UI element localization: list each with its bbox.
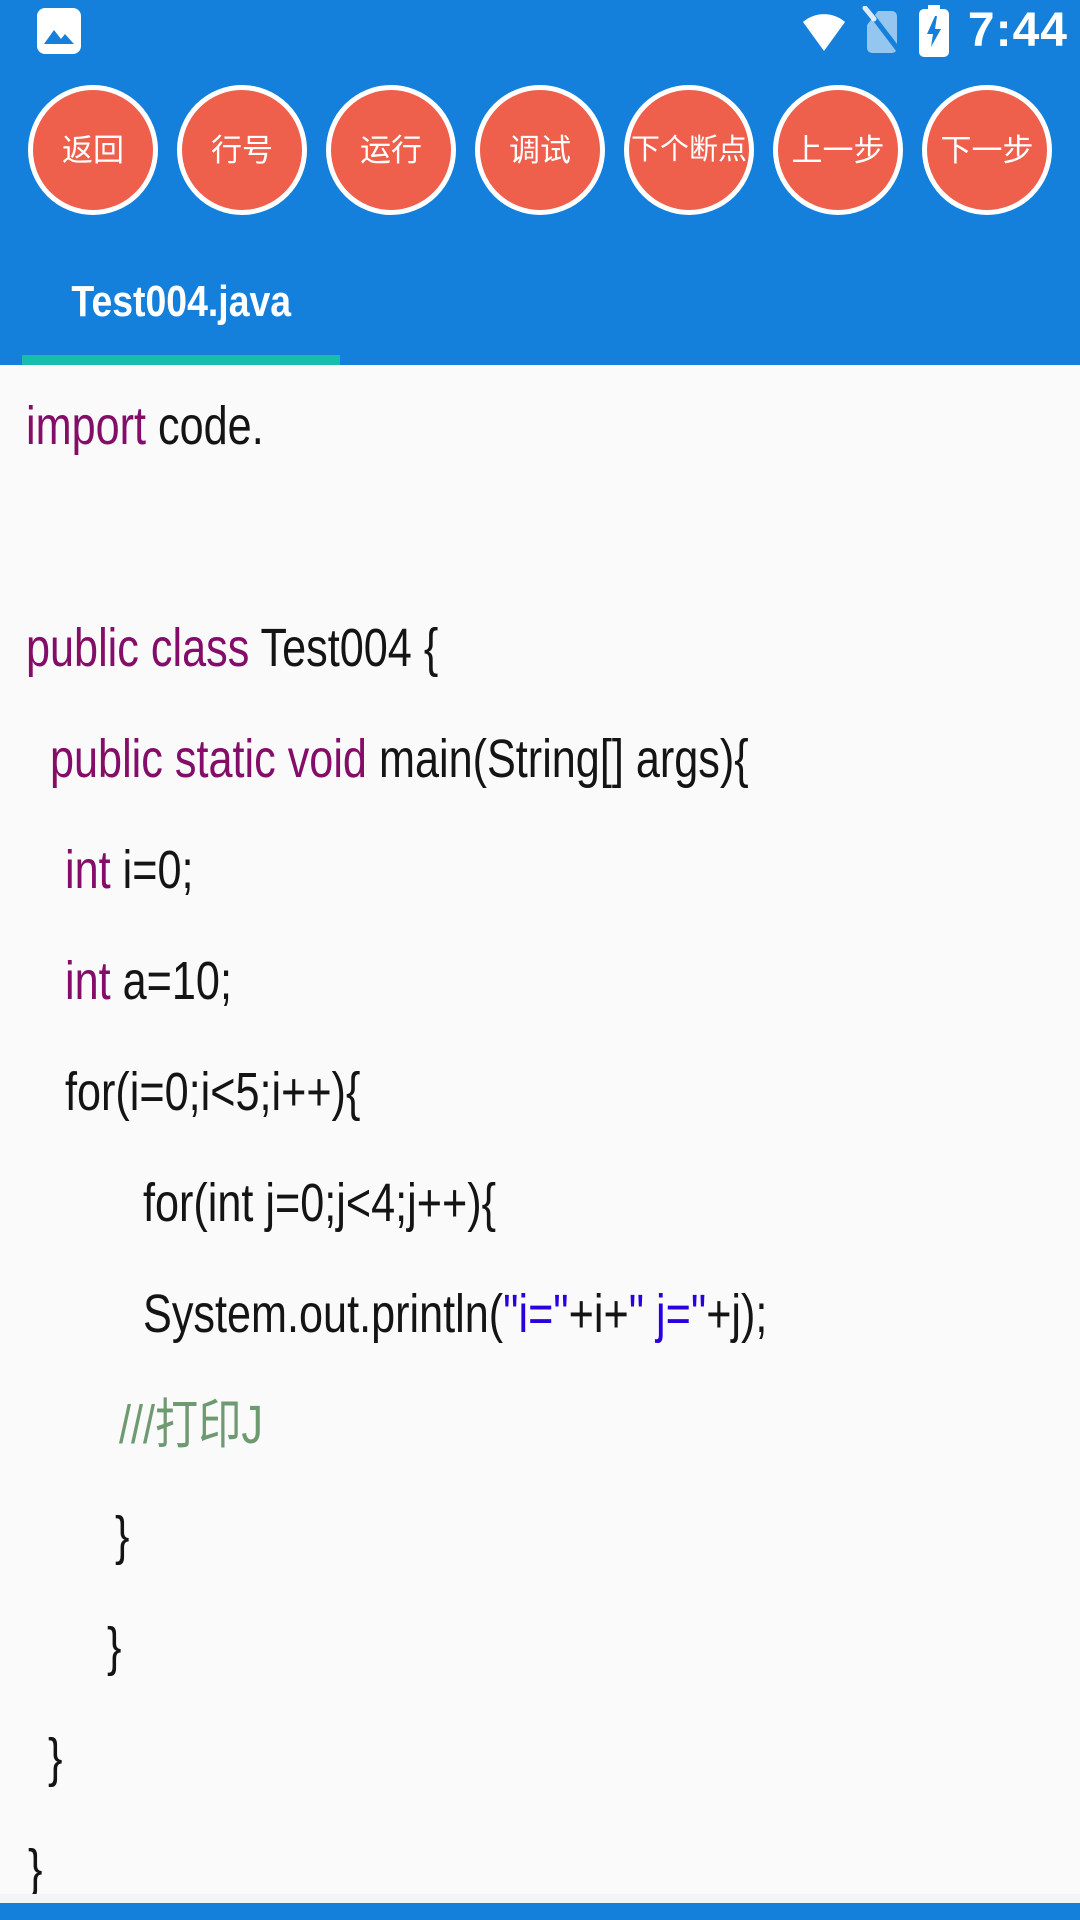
- code-line: for(i=0;i<5;i++){: [0, 1036, 1080, 1147]
- code-line: public class Test004 {: [0, 592, 1080, 703]
- code-line: import code.: [0, 370, 1080, 481]
- code-line: }: [0, 1702, 1080, 1813]
- toolbar-button-next-breakpoint[interactable]: 下个断点: [624, 85, 754, 215]
- code-token: +j);: [706, 1283, 768, 1344]
- code-token: a=10;: [110, 950, 232, 1011]
- code-token: }: [28, 1838, 43, 1899]
- code-token: public static void: [50, 728, 367, 789]
- editor-bottom-edge: [0, 1894, 1080, 1903]
- toolbar-button-back[interactable]: 返回: [28, 85, 158, 215]
- status-bar: 7:44: [0, 0, 1080, 62]
- code-line: }: [0, 1813, 1080, 1903]
- tab-test004-java[interactable]: Test004.java: [22, 239, 340, 365]
- code-line-text: int a=10;: [65, 954, 232, 1008]
- code-line-text: }: [107, 1620, 121, 1674]
- code-token: int: [65, 950, 111, 1011]
- debug-toolbar: 返回行号运行调试下个断点上一步下一步: [0, 85, 1080, 215]
- code-token: for(i=0;i<5;i++){: [65, 1061, 361, 1122]
- app-header: 返回行号运行调试下个断点上一步下一步 Test004.java: [0, 62, 1080, 365]
- code-token: }: [48, 1727, 63, 1788]
- status-icons: 7:44: [786, 5, 1072, 57]
- tab-bar: Test004.java: [0, 239, 1080, 365]
- code-line: int a=10;: [0, 925, 1080, 1036]
- code-token: System.out.println(: [143, 1283, 504, 1344]
- code-line: public static void main(String[] args){: [0, 703, 1080, 814]
- toolbar-button-step-next[interactable]: 下一步: [922, 85, 1052, 215]
- bottom-nav-bar: [0, 1903, 1080, 1920]
- no-sim-icon: [862, 6, 902, 54]
- code-token: " j=": [628, 1283, 707, 1344]
- active-tab-indicator: [22, 355, 340, 365]
- code-token: "i=": [503, 1283, 569, 1344]
- wifi-icon: [802, 14, 845, 51]
- tab-label: Test004.java: [71, 277, 291, 326]
- code-line-text: public class Test004 {: [26, 621, 438, 675]
- code-line: int i=0;: [0, 814, 1080, 925]
- code-token: }: [115, 1505, 130, 1566]
- code-editor[interactable]: import code.public class Test004 {public…: [0, 365, 1080, 1903]
- code-token: code.: [146, 395, 264, 456]
- code-line-text: }: [28, 1842, 42, 1896]
- code-line-text: for(int j=0;j<4;j++){: [143, 1176, 496, 1230]
- code-line: [0, 481, 1080, 592]
- battery-charging-icon: [918, 5, 949, 57]
- toolbar-button-run[interactable]: 运行: [326, 85, 456, 215]
- code-line: System.out.println("i="+i+" j="+j);: [0, 1258, 1080, 1369]
- code-line-text: for(i=0;i<5;i++){: [65, 1065, 360, 1119]
- code-token: import: [26, 395, 147, 456]
- image-notification-icon: [37, 8, 81, 54]
- toolbar-button-step-previous[interactable]: 上一步: [773, 85, 903, 215]
- code-line-text: int i=0;: [65, 843, 194, 897]
- code-line-text: ///打印J: [119, 1398, 263, 1452]
- code-line: }: [0, 1591, 1080, 1702]
- code-token: for(int j=0;j<4;j++){: [143, 1172, 497, 1233]
- code-token: +i+: [568, 1283, 629, 1344]
- code-token: Test004 {: [249, 617, 439, 678]
- code-line: }: [0, 1480, 1080, 1591]
- code-token: }: [107, 1616, 122, 1677]
- code-line-text: public static void main(String[] args){: [50, 732, 749, 786]
- code-line-text: }: [115, 1509, 129, 1563]
- toolbar-button-line-numbers[interactable]: 行号: [177, 85, 307, 215]
- code-line-text: }: [48, 1731, 62, 1785]
- code-token: i=0;: [110, 839, 194, 900]
- code-line-text: import code.: [26, 399, 264, 453]
- code-token: ///打印J: [119, 1394, 264, 1455]
- code-token: main(String[] args){: [366, 728, 749, 789]
- code-line-text: System.out.println("i="+i+" j="+j);: [143, 1287, 767, 1341]
- code-token: public class: [26, 617, 250, 678]
- toolbar-button-debug[interactable]: 调试: [475, 85, 605, 215]
- status-time: 7:44: [967, 4, 1068, 57]
- code-token: int: [65, 839, 111, 900]
- code-line: for(int j=0;j<4;j++){: [0, 1147, 1080, 1258]
- code-line: ///打印J: [0, 1369, 1080, 1480]
